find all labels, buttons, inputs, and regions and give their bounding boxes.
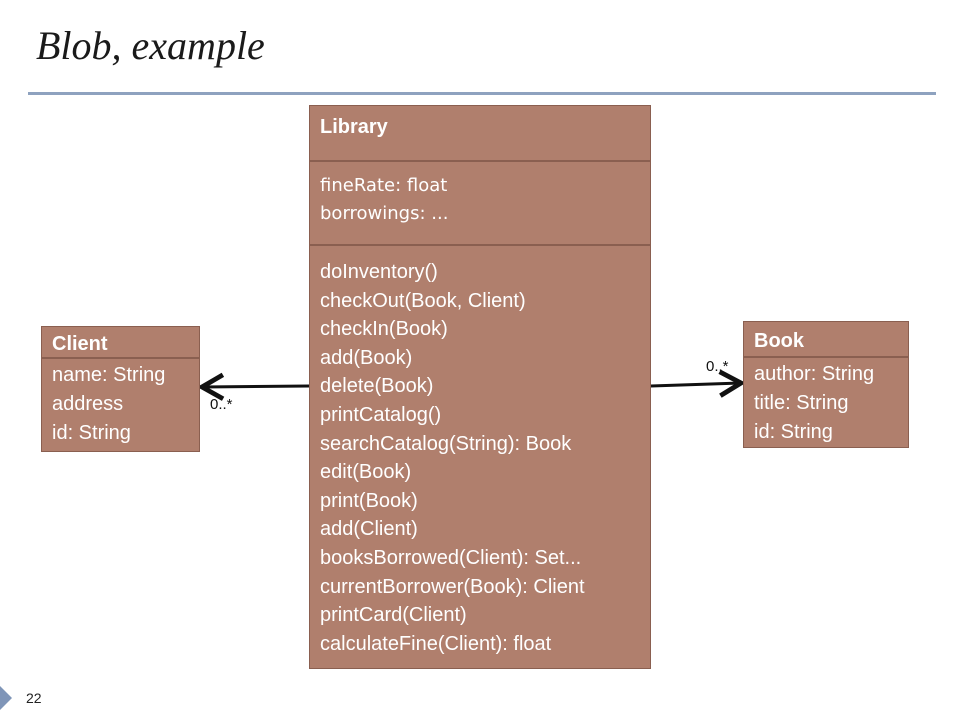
- library-operation: edit(Book): [320, 461, 412, 484]
- library-operation: searchCatalog(String): Book: [320, 432, 572, 455]
- library-operation: delete(Book): [320, 375, 434, 398]
- title-rule: [28, 92, 936, 95]
- book-attribute: title: String: [754, 392, 849, 414]
- library-operation: add(Client): [320, 518, 418, 541]
- client-class: Client name: String address id: String: [41, 326, 200, 452]
- library-operation: doInventory(): [320, 261, 438, 283]
- slide-title: Blob, example: [36, 23, 265, 68]
- library-to-client-arrow: [197, 372, 310, 401]
- library-operation: booksBorrowed(Client): Set...: [320, 546, 582, 569]
- client-attribute: name: String: [52, 364, 166, 386]
- triangle-icon: [0, 686, 12, 710]
- library-attributes: fineRate: float borrowings: ...: [310, 162, 650, 246]
- library-class: Library fineRate: float borrowings: ... …: [309, 105, 651, 669]
- client-multiplicity: 0..*: [210, 396, 233, 413]
- library-operation: calculateFine(Client): float: [320, 632, 552, 655]
- library-attribute: fineRate: float: [320, 175, 448, 196]
- client-attributes: name: String address id: String: [42, 359, 199, 448]
- client-attribute: id: String: [52, 422, 131, 444]
- book-attributes: author: String title: String id: String: [744, 358, 908, 447]
- library-operation: currentBorrower(Book): Client: [320, 575, 585, 598]
- library-attribute: borrowings: ...: [320, 203, 449, 224]
- library-operation: printCard(Client): [320, 604, 467, 627]
- book-attribute: author: String: [754, 363, 875, 385]
- library-class-name: Library: [310, 106, 650, 162]
- library-operation: print(Book): [320, 489, 418, 512]
- page-number: 22: [26, 690, 42, 706]
- book-attribute: id: String: [754, 421, 833, 443]
- library-to-book-arrow: [650, 369, 746, 398]
- client-class-name: Client: [42, 327, 199, 359]
- library-operation: checkOut(Book, Client): [320, 289, 526, 312]
- library-operations: doInventory() checkOut(Book, Client) che…: [310, 246, 650, 658]
- book-class-name: Book: [744, 322, 908, 358]
- library-operation: add(Book): [320, 346, 413, 369]
- book-multiplicity: 0..*: [706, 358, 729, 375]
- library-operation: checkIn(Book): [320, 318, 448, 341]
- book-class: Book author: String title: String id: St…: [743, 321, 909, 448]
- library-operation: printCatalog(): [320, 403, 442, 426]
- client-attribute: address: [52, 393, 124, 415]
